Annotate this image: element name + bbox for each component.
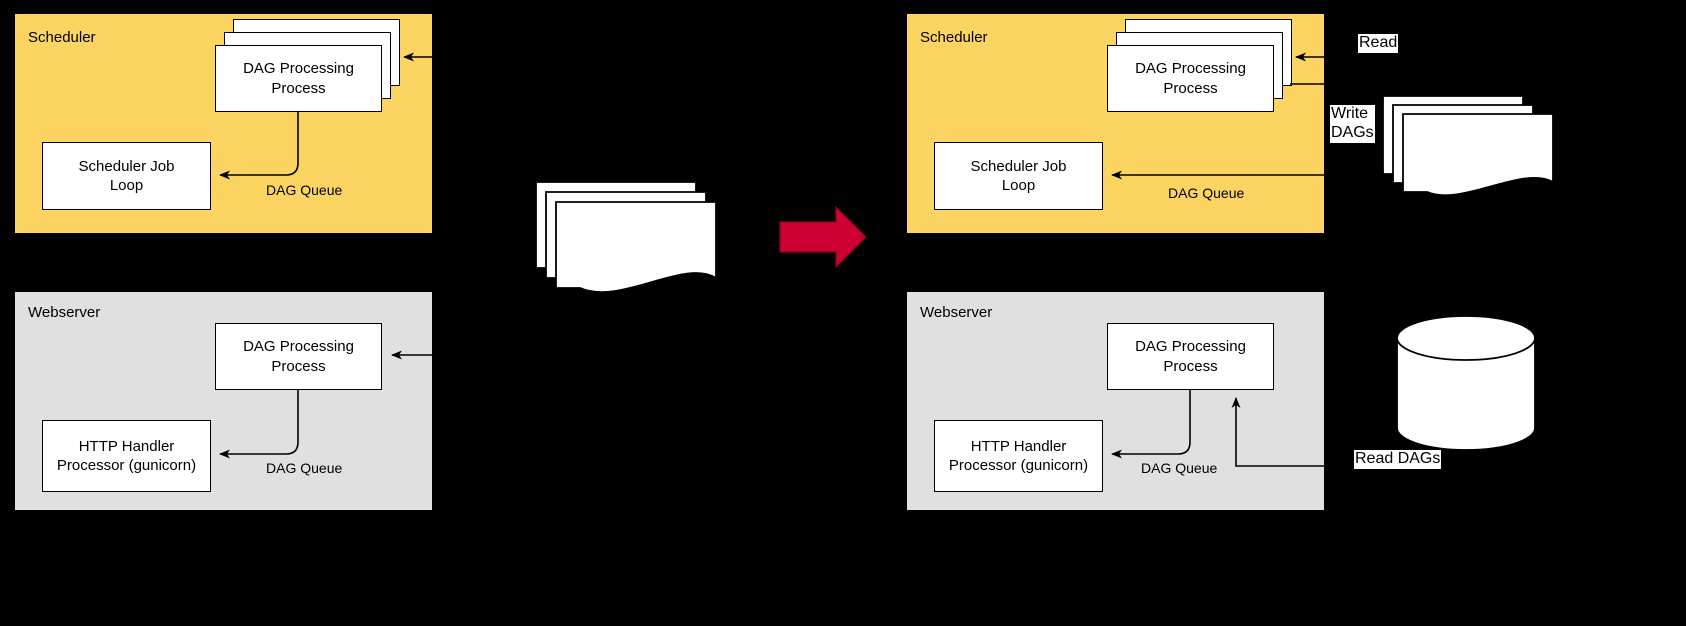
after-read-dags-label: Read DAGs <box>1354 450 1442 469</box>
after-webserver-dag-queue-arrow <box>1111 390 1191 459</box>
node-label-line2: Process <box>271 79 326 97</box>
node-label-line2: Process <box>271 357 326 375</box>
node-label-line1: HTTP Handler <box>78 437 175 455</box>
before-scheduler-dag-processing-process[interactable]: DAG Processing Process <box>215 45 382 112</box>
before-scheduler-job-loop[interactable]: Scheduler Job Loop <box>42 142 211 210</box>
write-dags-line2: DAGs <box>1331 123 1374 141</box>
after-dag-files-icon <box>1382 95 1554 197</box>
before-webserver-dag-processing-process[interactable]: DAG Processing Process <box>215 323 382 390</box>
metadata-database-icon <box>1396 315 1536 451</box>
node-label-line2: Process <box>1163 79 1218 97</box>
after-read-label: Read <box>1358 34 1399 53</box>
node-label-line1: DAG Processing <box>1135 60 1246 78</box>
after-scheduler-dag-queue-label: DAG Queue <box>1168 185 1245 201</box>
after-webserver-http-handler[interactable]: HTTP Handler Processor (gunicorn) <box>934 420 1103 492</box>
after-read-dags-arrow <box>1231 397 1344 467</box>
after-scheduler-job-loop[interactable]: Scheduler Job Loop <box>934 142 1103 210</box>
before-webserver-title: Webserver <box>28 304 101 321</box>
after-webserver-title: Webserver <box>920 304 993 321</box>
after-webserver-dag-queue-label: DAG Queue <box>1141 460 1218 476</box>
node-label-line1: Scheduler Job <box>78 157 175 175</box>
before-webserver-dag-queue-label: DAG Queue <box>266 460 343 476</box>
before-scheduler-title: Scheduler <box>28 29 96 46</box>
node-label-line1: HTTP Handler <box>970 437 1067 455</box>
after-scheduler-dag-processing-process[interactable]: DAG Processing Process <box>1107 45 1274 112</box>
write-dags-line1: Write <box>1331 105 1369 122</box>
after-write-dags-label: Write DAGs <box>1330 105 1375 143</box>
node-label-line1: DAG Processing <box>243 60 354 78</box>
node-label-line2: Processor (gunicorn) <box>56 457 197 474</box>
before-webserver-http-handler[interactable]: HTTP Handler Processor (gunicorn) <box>42 420 211 492</box>
node-label-line2: Processor (gunicorn) <box>948 457 1089 474</box>
node-label-line1: DAG Processing <box>1135 338 1246 356</box>
before-scheduler-dag-queue-label: DAG Queue <box>266 182 343 198</box>
node-label-line2: Process <box>1163 357 1218 375</box>
center-dag-files-icon <box>535 181 717 294</box>
node-label-line2: Loop <box>109 177 144 194</box>
before-webserver-dag-queue-arrow <box>219 390 299 459</box>
before-scheduler-dag-queue-arrow <box>219 112 299 180</box>
after-scheduler-title: Scheduler <box>920 29 988 46</box>
node-label-line1: DAG Processing <box>243 338 354 356</box>
transition-arrow-red <box>779 205 867 269</box>
node-label-line2: Loop <box>1001 177 1036 194</box>
node-label-line1: Scheduler Job <box>970 157 1067 175</box>
after-webserver-dag-processing-process[interactable]: DAG Processing Process <box>1107 323 1274 390</box>
